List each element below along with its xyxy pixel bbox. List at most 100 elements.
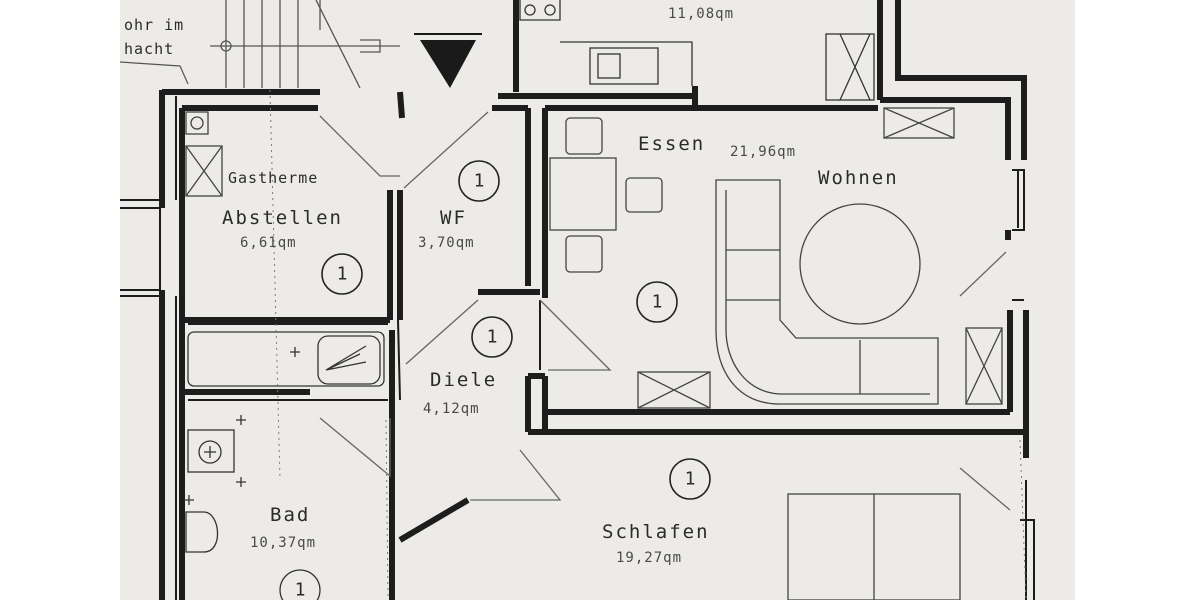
window-frame (1020, 519, 1035, 600)
room-area-diele: 4,12qm (423, 401, 480, 417)
marker-circles (321, 160, 711, 500)
washbasin-drain-icon (198, 440, 222, 464)
coffee-table (799, 203, 921, 325)
washbasin (187, 429, 235, 473)
radiator-cross-icon (637, 371, 711, 409)
bathroom-fixtures (184, 331, 385, 600)
cabinet-cross-icon (185, 145, 223, 197)
chair (565, 117, 603, 155)
radiator (965, 327, 1003, 405)
window-frame (1012, 169, 1025, 231)
room-name-abstellen: Abstellen (222, 207, 343, 229)
door-swing (319, 115, 400, 177)
wall (397, 91, 405, 119)
room-area-wf: 3,70qm (418, 235, 475, 251)
room-area-kueche: 11,08qm (668, 6, 734, 22)
radiator-cross-icon (965, 327, 1003, 405)
room-name-bad: Bad (270, 504, 310, 526)
dining-table (549, 157, 617, 231)
radiator-cross-icon (883, 107, 955, 139)
door-swing (405, 299, 479, 365)
inner-lines (120, 96, 1035, 600)
tap-icon (290, 347, 300, 357)
sofa-divider (726, 249, 861, 394)
wall (398, 497, 470, 543)
door-swings (319, 111, 1011, 511)
boiler-icon (190, 116, 204, 130)
door-swing (403, 111, 489, 189)
room-area-abstellen: 6,61qm (240, 235, 297, 251)
stair-line (315, 0, 361, 89)
marker-circle (458, 160, 500, 202)
entrance-arrow-icon (420, 40, 476, 88)
room-area-schlafen: 19,27qm (616, 550, 682, 566)
door-swing (959, 467, 1011, 511)
room-area-bad: 10,37qm (250, 535, 316, 551)
stove (519, 0, 561, 21)
cabinet (825, 33, 875, 101)
cabinet (185, 145, 223, 197)
staircase (210, 0, 400, 89)
gastherme-label: Gastherme (228, 169, 318, 187)
chair (625, 177, 663, 213)
door-swing (319, 417, 391, 478)
leader-line (119, 61, 189, 85)
fixture-mark (184, 495, 194, 505)
kitchen (519, 0, 875, 101)
shaft-note-line2: hacht (124, 40, 174, 58)
room-name-schlafen: Schlafen (602, 521, 710, 543)
bathtub-basin (317, 335, 381, 385)
radiator (637, 371, 711, 409)
stove-burner-icon (524, 4, 536, 16)
door-swing (959, 251, 1007, 297)
window (120, 207, 161, 291)
walls (159, 0, 1029, 600)
furniture (549, 107, 1003, 600)
marker-circle (669, 458, 711, 500)
pencil-line (1019, 439, 1027, 600)
stair-post (220, 40, 232, 52)
counter (560, 41, 693, 86)
pencil-line (385, 419, 389, 600)
room-name-essen: Essen (638, 133, 705, 155)
room-marker-abstellen: 1 (337, 264, 348, 285)
room-marker-bad: 1 (295, 580, 306, 600)
door-swing (470, 449, 562, 501)
sink-basin (597, 53, 621, 79)
sofa-inner (725, 190, 930, 395)
room-marker-schlafen: 1 (685, 469, 696, 490)
marker-circle (321, 253, 363, 295)
toilet-icon (185, 511, 219, 553)
storage-fixtures (185, 111, 223, 197)
room-marker-wf: 1 (474, 171, 485, 192)
inner-line (397, 319, 401, 401)
wall (895, 0, 1027, 160)
pencil-marks (269, 89, 1027, 600)
radiator (883, 107, 955, 139)
chair (565, 235, 603, 273)
shower-icon (325, 345, 367, 371)
bathtub (187, 331, 385, 387)
boiler (185, 111, 209, 135)
fixture-mark (236, 477, 246, 487)
fixture-mark (236, 415, 246, 425)
page-margin (1075, 0, 1200, 600)
sofa (715, 179, 939, 405)
room-name-wf: WF (440, 207, 467, 229)
marker-circle (471, 316, 513, 358)
wall (880, 97, 1011, 160)
stove-burner-icon (544, 4, 556, 16)
door-swing (539, 299, 612, 371)
marker-circle (279, 569, 321, 600)
room-marker-diele: 1 (487, 327, 498, 348)
room-area-essen: 21,96qm (730, 144, 796, 160)
drain-cross (204, 446, 216, 458)
pencil-line (269, 89, 281, 481)
stair-end (360, 39, 381, 53)
shaft-note-line1: ohr im (124, 16, 184, 34)
cabinet-cross-icon (839, 33, 871, 101)
room-name-diele: Diele (430, 369, 497, 391)
sink-icon (589, 47, 659, 85)
